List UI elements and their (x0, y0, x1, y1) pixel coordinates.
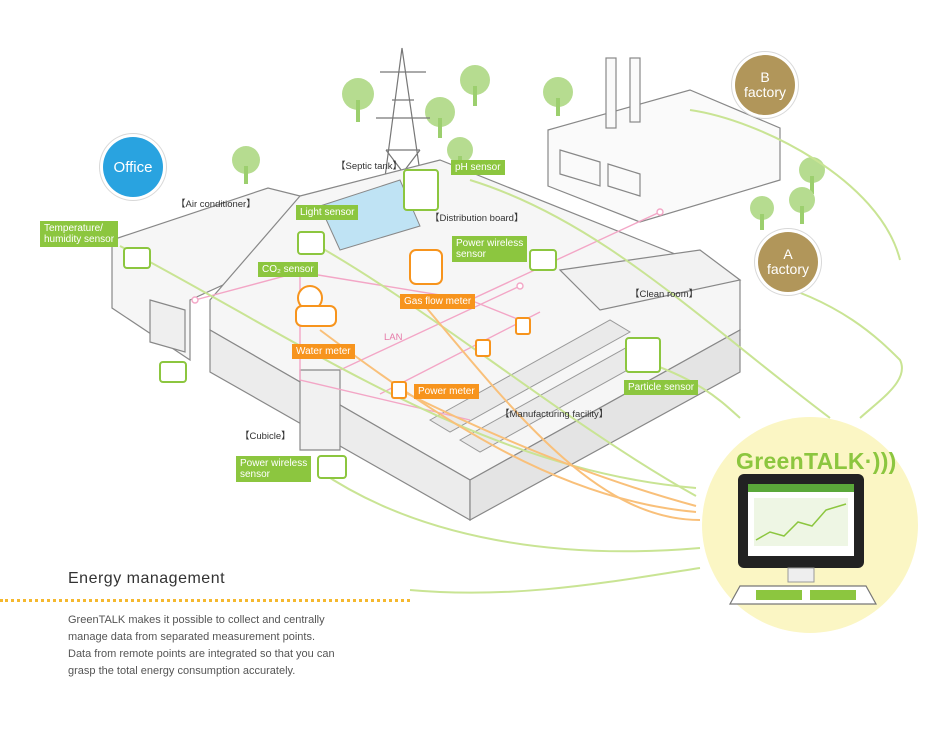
ph-sensor-tag: pH sensor (451, 160, 505, 175)
description-line: Data from remote points are integrated s… (68, 648, 335, 660)
factory-b-word: factory (743, 84, 786, 100)
light-sensor-tag: Light sensor (296, 205, 359, 220)
lan-network (191, 208, 664, 421)
power-meter-tag: Power meter (414, 384, 479, 399)
sensor-box-icon (123, 169, 661, 479)
septic-tank (319, 179, 421, 251)
cubicle-label: 【Cubicle】 (240, 431, 291, 442)
monitor-icon (738, 474, 864, 583)
description-line: grasp the total energy consumption accur… (68, 665, 296, 677)
energy-management-title: Energy management (68, 570, 226, 587)
particle-sensor-tag: Particle sensor (624, 380, 699, 395)
description-line: manage data from separated measurement p… (68, 631, 316, 643)
description-line: GreenTALK makes it possible to collect a… (68, 614, 325, 626)
energy-management-description: GreenTALK makes it possible to collect a… (68, 612, 408, 680)
wireless-signal-icon: ·))) (864, 448, 897, 474)
office-bubble: Office (103, 137, 163, 197)
factory-b-bubble: B factory (735, 55, 795, 115)
office-label: Office (113, 158, 153, 176)
factory-a-letter: A (783, 246, 793, 262)
greentalk-logo: GreenTALK·))) (736, 448, 897, 474)
factory-b-building (547, 57, 781, 223)
meter-icon (295, 249, 531, 399)
distribution-board-label: 【Distribution board】 (430, 213, 524, 224)
factory-b-letter: B (760, 69, 770, 85)
air-conditioner-label: 【Air conditioner】 (176, 199, 256, 210)
water-meter-tag: Water meter (292, 344, 355, 359)
power-wireless-sensor-bottom-tag: Power wireless sensor (236, 456, 312, 482)
power-wireless-sensor-top-tag: Power wireless sensor (452, 236, 528, 262)
manufacturing-facility-label: 【Manufacturing facility】 (500, 409, 609, 420)
meter-flow-lines (319, 299, 701, 521)
lan-label: LAN (384, 332, 403, 343)
factory-a-bubble: A factory (758, 232, 818, 292)
keyboard-icon (728, 585, 878, 605)
co2-sensor-tag: CO₂ sensor (258, 262, 318, 277)
temperature-humidity-sensor-tag: Temperature/ humidity sensor (40, 221, 119, 247)
clean-room-label: 【Clean room】 (630, 289, 699, 300)
gas-flow-meter-tag: Gas flow meter (400, 294, 476, 309)
factory-a-word: factory (766, 261, 809, 277)
dotted-divider (0, 599, 410, 602)
septic-tank-label: 【Septic tank】 (336, 161, 402, 172)
